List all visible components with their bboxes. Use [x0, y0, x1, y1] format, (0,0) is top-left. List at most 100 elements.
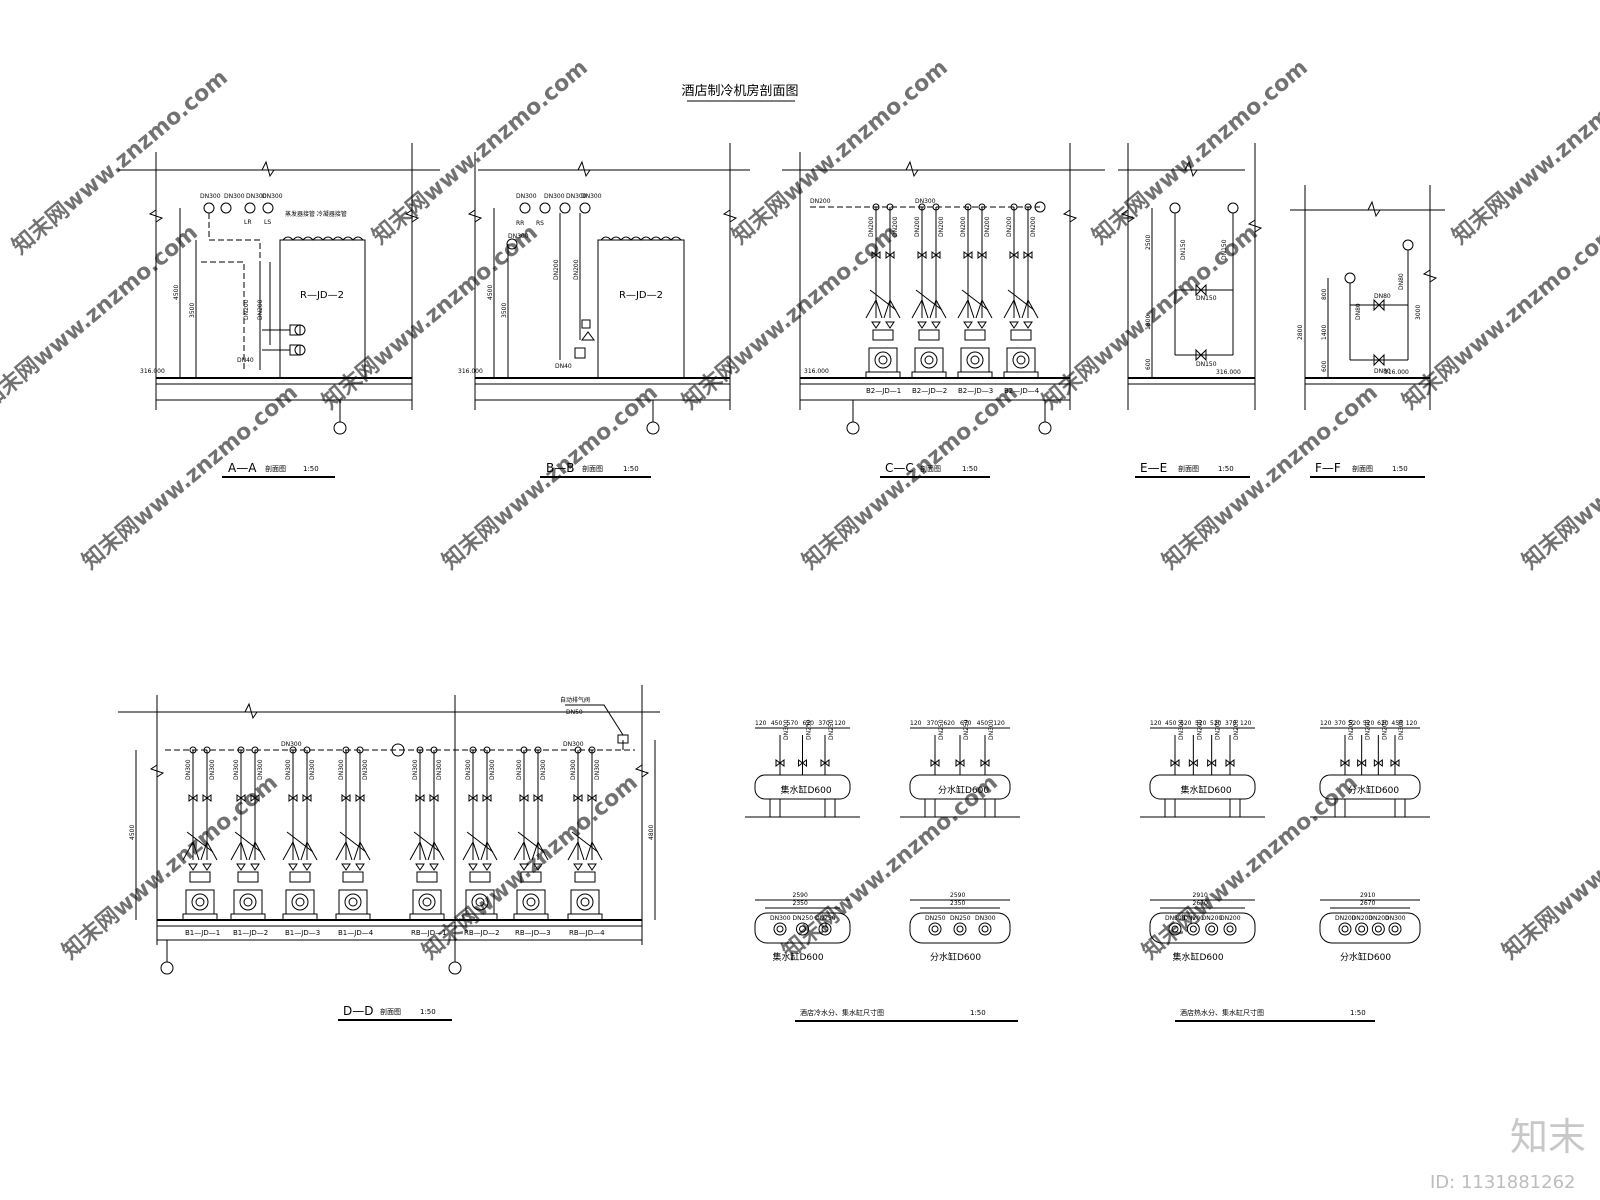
svg-text:DN300: DN300 — [1398, 719, 1405, 740]
svg-text:DN40: DN40 — [555, 363, 572, 370]
svg-text:DN300: DN300 — [770, 915, 791, 922]
svg-text:DN200: DN200 — [1220, 915, 1241, 922]
svg-text:DN40: DN40 — [237, 357, 254, 364]
svg-text:DN200: DN200 — [1365, 719, 1372, 740]
svg-text:1:50: 1:50 — [962, 465, 978, 473]
svg-text:DN300: DN300 — [581, 193, 602, 200]
svg-text:DN200: DN200 — [1348, 719, 1355, 740]
svg-text:DN200: DN200 — [1335, 915, 1356, 922]
section-ff: DN80 DN80 DN80 DN80 800 1400 600 2800 30… — [1290, 185, 1445, 478]
svg-text:620: 620 — [1377, 720, 1389, 727]
svg-text:450: 450 — [771, 720, 783, 727]
svg-text:DN200: DN200 — [868, 216, 875, 237]
svg-text:B—B: B—B — [546, 461, 574, 475]
svg-text:1:50: 1:50 — [1392, 465, 1408, 473]
svg-text:RB—JD—2: RB—JD—2 — [464, 929, 500, 937]
svg-text:DN300: DN300 — [566, 193, 587, 200]
svg-text:DN80: DN80 — [1355, 303, 1362, 320]
svg-text:2800: 2800 — [1297, 325, 1304, 340]
svg-text:RB—JD—4: RB—JD—4 — [569, 929, 605, 937]
svg-text:DN300: DN300 — [988, 719, 995, 740]
section-bb: DN300 DN300 DN300 DN300 RR RS DN300 R—JD… — [458, 143, 750, 478]
pump-assembly: DN300 DN300 — [409, 746, 445, 921]
svg-text:4500: 4500 — [129, 825, 136, 840]
svg-text:3500: 3500 — [189, 303, 196, 318]
svg-text:DN300: DN300 — [436, 759, 443, 780]
tank-name: 集水缸D600 — [1181, 784, 1232, 796]
svg-text:B2—JD—2: B2—JD—2 — [912, 387, 947, 395]
svg-text:DN200: DN200 — [257, 299, 264, 320]
svg-text:DN80: DN80 — [1374, 293, 1391, 300]
svg-text:4500: 4500 — [487, 285, 494, 300]
svg-text:DN200: DN200 — [1196, 719, 1203, 740]
svg-text:600: 600 — [1321, 360, 1328, 372]
svg-text:120: 120 — [834, 720, 846, 727]
svg-text:2350: 2350 — [793, 900, 808, 907]
svg-text:DN300: DN300 — [594, 759, 601, 780]
watermark-text: 知末网www.znzmo.com — [367, 54, 593, 249]
svg-text:DN300: DN300 — [185, 759, 192, 780]
svg-text:3500: 3500 — [501, 303, 508, 318]
svg-text:2590: 2590 — [950, 892, 965, 899]
svg-text:DN300: DN300 — [540, 759, 547, 780]
svg-text:1:50: 1:50 — [1350, 1009, 1366, 1017]
svg-text:DN150: DN150 — [1196, 295, 1217, 302]
svg-text:DN200: DN200 — [1368, 915, 1389, 922]
watermark-text: 知末网www.znzmo.com — [1517, 379, 1600, 574]
tank-name: 集水缸D600 — [781, 784, 832, 796]
svg-text:DN300: DN300 — [975, 915, 996, 922]
svg-text:F—F: F—F — [1315, 461, 1341, 475]
svg-text:370: 370 — [927, 720, 939, 727]
svg-text:4800: 4800 — [648, 825, 655, 840]
svg-text:DN250: DN250 — [806, 719, 813, 740]
svg-text:D—D: D—D — [343, 1004, 373, 1018]
svg-text:DN250: DN250 — [828, 719, 835, 740]
svg-text:120: 120 — [1150, 720, 1162, 727]
svg-text:LS: LS — [264, 219, 271, 226]
svg-text:620: 620 — [943, 720, 955, 727]
svg-text:分水缸D600: 分水缸D600 — [930, 951, 981, 963]
svg-text:DN200: DN200 — [553, 259, 560, 280]
svg-text:1:50: 1:50 — [623, 465, 639, 473]
svg-text:DN250: DN250 — [950, 915, 971, 922]
svg-text:剖面图: 剖面图 — [582, 464, 603, 473]
svg-text:DN300: DN300 — [362, 759, 369, 780]
svg-text:120: 120 — [1406, 720, 1418, 727]
svg-text:DN200: DN200 — [1215, 719, 1222, 740]
svg-text:620: 620 — [1180, 720, 1192, 727]
svg-text:剖面图: 剖面图 — [265, 464, 286, 473]
svg-text:自动排气阀: 自动排气阀 — [560, 696, 590, 704]
svg-text:120: 120 — [910, 720, 922, 727]
svg-text:600: 600 — [1145, 358, 1152, 370]
tank-name: 分水缸D600 — [938, 784, 989, 796]
svg-text:DN300: DN300 — [516, 759, 523, 780]
svg-text:DN300: DN300 — [285, 759, 292, 780]
svg-text:DN200: DN200 — [1352, 915, 1373, 922]
svg-text:DN200: DN200 — [938, 216, 945, 237]
svg-text:570: 570 — [787, 720, 799, 727]
svg-text:1:50: 1:50 — [1218, 465, 1234, 473]
svg-text:316.000: 316.000 — [458, 368, 483, 375]
svg-text:DN300: DN300 — [246, 193, 267, 200]
svg-text:DN200: DN200 — [1233, 719, 1240, 740]
svg-text:DN300: DN300 — [412, 759, 419, 780]
watermark-logo: 知末 — [1510, 1115, 1586, 1159]
svg-text:DN200: DN200 — [1030, 216, 1037, 237]
svg-text:DN300: DN300 — [1178, 719, 1185, 740]
svg-text:620: 620 — [803, 720, 815, 727]
svg-text:DN300: DN300 — [915, 198, 936, 205]
svg-text:1:50: 1:50 — [970, 1009, 986, 1017]
svg-text:DN300: DN300 — [1165, 915, 1186, 922]
svg-text:DN150: DN150 — [1221, 239, 1228, 260]
section-ee: DN150 DN150 DN150 DN150 2500 1800 600 31… — [1118, 143, 1263, 478]
svg-text:370: 370 — [818, 720, 830, 727]
